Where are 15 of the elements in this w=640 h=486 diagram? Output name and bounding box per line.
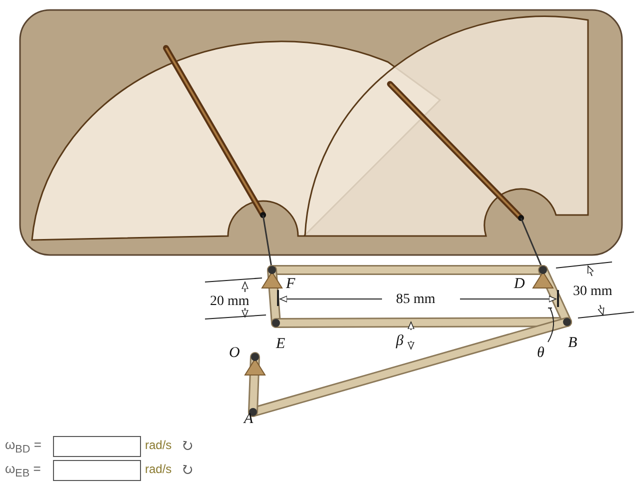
dimension-label: 30 mm — [573, 285, 612, 299]
point-label: θ — [537, 346, 544, 361]
dimension-label: 85 mm — [396, 293, 436, 307]
point-label: β — [396, 334, 404, 349]
point-label: D — [514, 277, 525, 292]
variable-label: ω$_{EB}$ = — [5, 462, 41, 480]
dimension-label: 20 mm — [210, 295, 250, 309]
unit-label: rad/s — [145, 463, 172, 475]
point-label: A — [244, 412, 254, 427]
point-label: F — [286, 277, 296, 292]
point-label: E — [276, 337, 286, 352]
unit-label: rad/s — [145, 439, 172, 451]
point-label: O — [229, 346, 240, 361]
variable-label: ω$_{BD}$ = — [5, 438, 42, 456]
point-label: B — [568, 336, 578, 351]
